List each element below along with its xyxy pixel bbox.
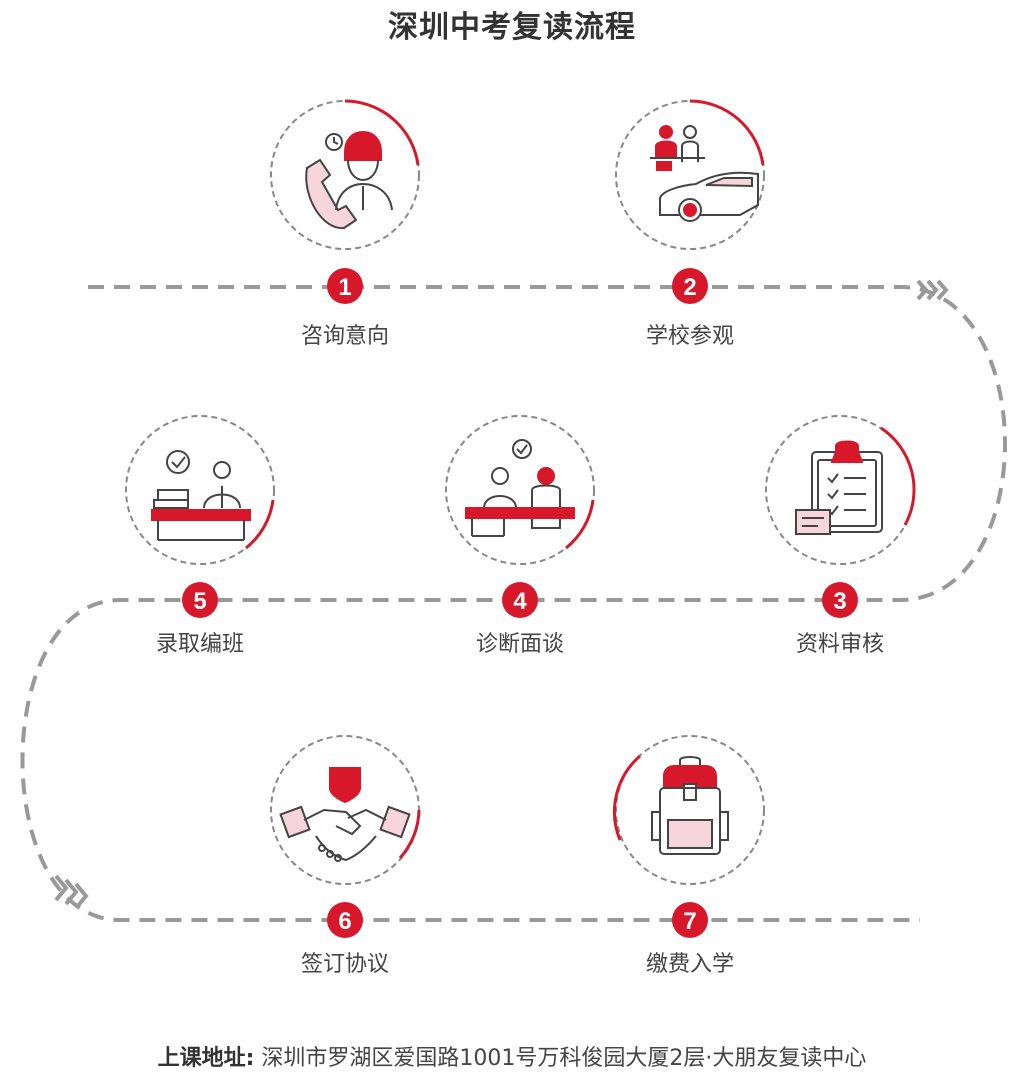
step-label-3: 资料审核 [795, 632, 884, 657]
address-text: 深圳市罗湖区爱国路1001号万科俊园大厦2层·大朋友复读中心 [261, 1046, 867, 1071]
step-badge-7 [672, 902, 708, 938]
step-label-6: 签订协议 [300, 952, 389, 977]
clipboard-check-icon [795, 440, 883, 535]
step-label-2: 学校参观 [645, 324, 734, 349]
step-number-5: 5 [193, 588, 206, 615]
step-3 [765, 415, 916, 565]
handshake-icon [279, 767, 411, 862]
step-4 [445, 415, 595, 565]
step-2 [615, 99, 765, 250]
admission-desk-icon [151, 450, 251, 541]
step-number-6: 6 [338, 908, 351, 935]
step-badge-6 [327, 902, 363, 938]
step-number-4: 4 [513, 588, 527, 615]
step-badge-1 [327, 268, 363, 304]
step-7 [612, 735, 765, 885]
interview-desk-icon [465, 439, 575, 537]
step-badge-2 [672, 268, 708, 304]
step-label-7: 缴费入学 [645, 952, 734, 977]
step-number-7: 7 [683, 908, 696, 935]
step-number-2: 2 [683, 274, 696, 301]
visit-car-icon [650, 125, 759, 222]
step-1 [270, 99, 420, 250]
flow-chevron-top [916, 279, 949, 301]
page-title: 深圳中考复读流程 [388, 10, 636, 45]
flow-chevron-left [54, 874, 89, 910]
step-badge-3 [822, 582, 858, 618]
step-label-5: 录取编班 [155, 632, 244, 657]
step-6 [270, 735, 421, 885]
step-label-4: 诊断面谈 [475, 632, 564, 657]
step-number-3: 3 [833, 588, 846, 615]
step-badge-4 [502, 582, 538, 618]
phone-consultant-icon [305, 130, 393, 230]
address-footer: 上课地址: 深圳市罗湖区爱国路1001号万科俊园大厦2层·大朋友复读中心 [0, 1040, 1024, 1072]
backpack-icon [651, 756, 729, 855]
step-badge-5 [182, 582, 218, 618]
address-label: 上课地址: [157, 1046, 255, 1071]
step-number-1: 1 [338, 274, 351, 301]
step-5 [125, 415, 275, 565]
step-badges: 1 2 3 4 5 6 7 [182, 268, 858, 938]
step-label-1: 咨询意向 [300, 324, 389, 349]
